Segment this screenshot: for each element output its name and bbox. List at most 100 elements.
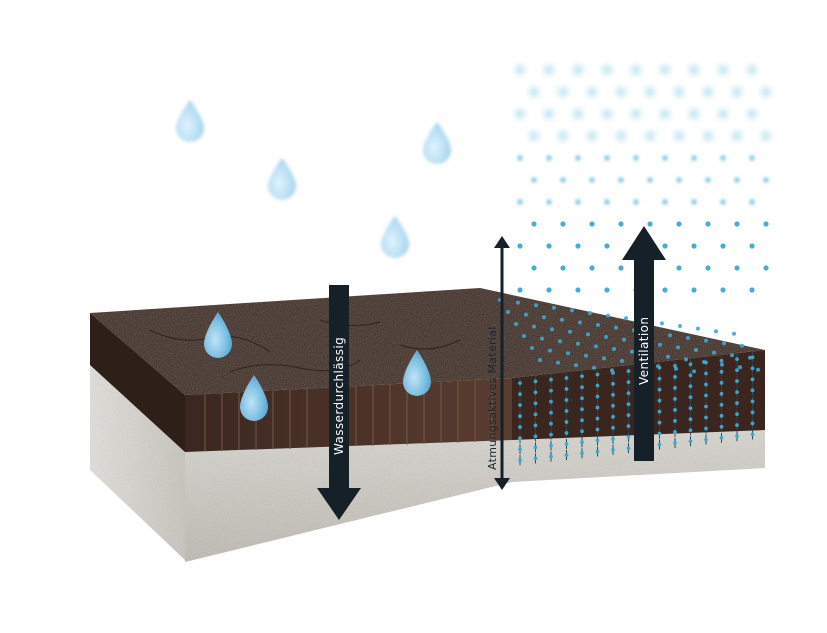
vapor-dot <box>616 131 626 141</box>
vapor-dot <box>761 87 771 97</box>
vapor-dot <box>589 221 595 227</box>
vapor-dot <box>668 333 672 338</box>
vapor-dots-air <box>515 65 771 293</box>
vapor-dot <box>612 347 616 351</box>
vapor-dot <box>734 221 740 227</box>
vapor-dot <box>587 87 597 97</box>
vapor-dot <box>556 360 560 365</box>
vapor-dot <box>533 379 538 384</box>
vapor-dot <box>604 335 608 339</box>
vapor-dot <box>704 437 708 442</box>
vapor-dot <box>645 87 655 97</box>
vapor-dot <box>517 243 523 249</box>
vapor-dot <box>674 366 678 371</box>
vapor-dot <box>533 423 538 428</box>
vapor-dot <box>657 376 662 381</box>
vapor-dot <box>735 434 739 438</box>
vapor-dot <box>602 65 612 75</box>
vapor-dot <box>750 432 755 437</box>
vapor-dot <box>705 221 711 227</box>
vapor-dot <box>515 65 525 75</box>
vapor-dot <box>624 316 628 321</box>
vapor-dot <box>662 287 668 293</box>
vapor-dot <box>688 384 693 389</box>
vapor-dot <box>573 65 583 75</box>
vapor-dot <box>704 371 708 376</box>
vapor-dot <box>611 414 615 419</box>
vapor-dot <box>763 265 769 271</box>
vapor-dot <box>748 355 752 360</box>
vapor-dot <box>540 336 544 341</box>
vapor-dot <box>516 300 520 305</box>
vapor-dot <box>702 360 706 364</box>
vapor-dot <box>719 380 724 385</box>
vapor-dot <box>546 155 552 161</box>
vapor-dot <box>533 456 538 461</box>
vapor-dot <box>704 382 708 387</box>
vapor-dot <box>529 131 539 141</box>
vapor-dot <box>595 394 600 399</box>
vapor-dot <box>606 313 610 318</box>
arrow-up-icon <box>494 236 510 248</box>
vapor-dot <box>647 177 653 183</box>
vapor-dot <box>704 426 708 431</box>
vapor-dot <box>626 402 631 407</box>
vapor-dot <box>684 357 688 362</box>
vapor-dot <box>586 332 590 337</box>
vapor-dot <box>542 315 546 320</box>
arrow-down-icon <box>317 488 361 520</box>
vapor-dot <box>720 199 726 205</box>
vapor-dot <box>533 434 538 439</box>
vapor-dot <box>747 109 757 119</box>
vapor-dot <box>750 399 755 404</box>
breathable-label: Atmungsaktives Material <box>486 326 499 470</box>
vapor-dot <box>611 447 615 452</box>
vapor-dot <box>735 390 739 394</box>
vapor-dot <box>622 337 626 342</box>
vapor-dot <box>610 368 614 373</box>
vapor-dot <box>575 287 581 293</box>
vapor-dot <box>549 454 553 459</box>
vapor-dot <box>533 412 538 417</box>
vapor-dot <box>750 366 755 371</box>
vapor-dot <box>626 369 631 374</box>
vapor-dot <box>626 380 631 385</box>
vapor-dot <box>595 405 600 410</box>
vapor-dot <box>740 343 744 348</box>
vapor-dot <box>518 458 522 463</box>
ventilation-label: Ventilation <box>637 317 651 385</box>
vapor-dot <box>595 416 600 421</box>
vapor-dot <box>645 131 655 141</box>
vapor-dot <box>596 323 600 327</box>
vapor-dot <box>549 377 553 382</box>
vapor-dot <box>564 453 569 457</box>
vapor-dot <box>518 392 522 397</box>
vapor-dot <box>666 354 670 359</box>
vapor-dot <box>544 65 554 75</box>
soil-left-face <box>90 313 185 452</box>
vapor-dot <box>604 155 610 161</box>
vapor-dot <box>719 358 724 363</box>
vapor-dot <box>735 368 739 372</box>
vapor-dot <box>688 439 693 444</box>
vapor-dot <box>549 388 553 393</box>
vapor-dot <box>580 440 584 445</box>
vapor-dot <box>763 177 769 183</box>
vapor-dot <box>533 445 538 450</box>
vapor-dot <box>602 356 606 361</box>
vapor-dot <box>549 421 553 426</box>
vapor-dot <box>611 392 615 397</box>
vapor-dot <box>574 363 578 368</box>
vapor-dot <box>703 131 713 141</box>
vapor-dot <box>688 417 693 422</box>
vapor-dot <box>678 324 682 328</box>
vapor-dot <box>734 177 740 183</box>
vapor-dot <box>578 320 582 325</box>
vapor-dot <box>558 131 568 141</box>
vapor-dot <box>595 383 600 388</box>
vapor-dot <box>662 199 668 205</box>
vapor-dot <box>595 427 600 432</box>
vapor-dot <box>730 353 734 358</box>
vapor-dot <box>587 131 597 141</box>
vapor-dot <box>524 312 528 317</box>
